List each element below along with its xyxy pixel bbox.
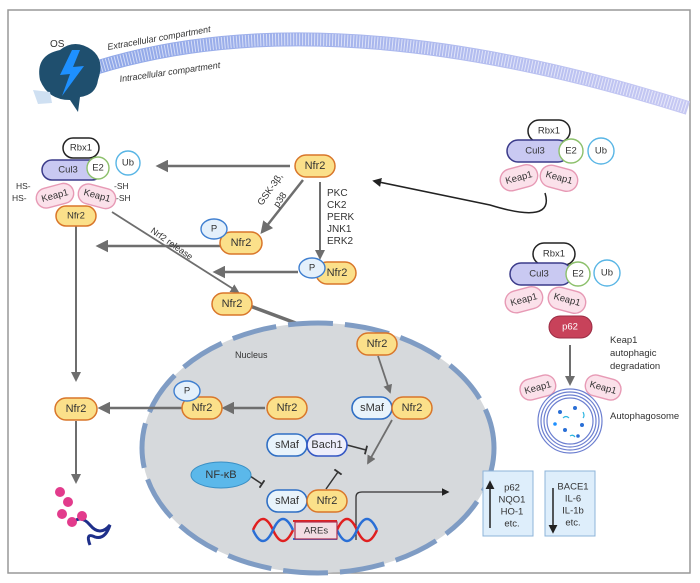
- svg-text:Nfr2: Nfr2: [277, 402, 298, 414]
- downregulated-genes-box: BACE1 IL-6 IL-1b etc.: [544, 470, 596, 537]
- autophagosome-label: Autophagosome: [610, 411, 679, 422]
- svg-text:degradation: degradation: [610, 361, 660, 372]
- svg-text:HS-: HS-: [16, 181, 31, 191]
- nrf2-nuclear: Nfr2: [266, 396, 308, 420]
- svg-text:HO-1: HO-1: [501, 507, 524, 518]
- cell-membrane: [92, 32, 691, 115]
- svg-text:NF-κB: NF-κB: [205, 469, 236, 481]
- svg-text:P: P: [184, 386, 190, 397]
- nrf2-release-label: Nrf2 release: [149, 225, 195, 261]
- keap1-free: Keap1 Keap1: [519, 374, 622, 401]
- nucleus-arrows: [97, 355, 450, 540]
- nrf2-released: Nfr2: [211, 292, 253, 316]
- svg-text:Cul3: Cul3: [525, 146, 545, 157]
- svg-text:Nfr2: Nfr2: [402, 402, 423, 414]
- smaf-nrf2-complex: sMaf Nfr2: [351, 396, 433, 420]
- lightning-icon: [60, 50, 84, 96]
- svg-text:JNK1: JNK1: [327, 224, 352, 235]
- svg-text:E2: E2: [565, 146, 577, 157]
- svg-text:IL-6: IL-6: [565, 494, 581, 505]
- svg-text:ERK2: ERK2: [327, 236, 354, 247]
- upregulated-genes-box: p62 NQO1 HO-1 etc.: [482, 470, 534, 537]
- svg-text:HS-: HS-: [12, 193, 27, 203]
- svg-text:PKC: PKC: [327, 188, 348, 199]
- svg-text:E2: E2: [572, 269, 584, 280]
- nrf2-cytoplasm-top: Nfr2: [294, 154, 336, 178]
- svg-text:Rbx1: Rbx1: [70, 143, 92, 154]
- svg-text:IL-1b: IL-1b: [562, 506, 584, 517]
- svg-text:autophagic: autophagic: [610, 348, 657, 359]
- nucleus-label: Nucleus: [235, 350, 268, 360]
- svg-text:etc.: etc.: [504, 519, 519, 530]
- dna-ares: AREs: [251, 517, 379, 543]
- svg-text:BACE1: BACE1: [557, 482, 588, 493]
- os-label: OS: [50, 39, 65, 50]
- autophagosome: [537, 388, 603, 454]
- svg-text:Nfr2: Nfr2: [327, 267, 348, 279]
- svg-text:p62: p62: [562, 322, 578, 333]
- svg-text:p62: p62: [504, 483, 520, 494]
- smaf-bach1-complex: sMaf Bach1: [266, 433, 348, 457]
- cul3-keap1-complex-recycled: Rbx1 Cul3 E2 Ub Keap1 Keap1: [499, 119, 615, 193]
- svg-text:Cul3: Cul3: [529, 269, 549, 280]
- svg-text:Nfr2: Nfr2: [66, 403, 87, 415]
- phospho-nrf2-kinase: Nfr2 P: [298, 257, 357, 285]
- nfkb: NF-κB: [190, 461, 252, 489]
- svg-text:Nfr2: Nfr2: [305, 160, 326, 172]
- arrows: [71, 159, 575, 484]
- svg-text:Ub: Ub: [601, 268, 613, 279]
- svg-text:Ub: Ub: [595, 146, 607, 157]
- keap1-degradation-label: Keap1 autophagic degradation: [610, 335, 660, 372]
- svg-text:sMaf: sMaf: [275, 439, 300, 451]
- svg-text:etc.: etc.: [565, 518, 580, 529]
- svg-text:-SH: -SH: [114, 181, 129, 191]
- svg-text:Nfr2: Nfr2: [67, 211, 85, 222]
- svg-text:sMaf: sMaf: [275, 495, 300, 507]
- svg-text:Rbx1: Rbx1: [538, 126, 560, 137]
- brain-icon: [33, 44, 101, 112]
- svg-text:Nfr2: Nfr2: [192, 402, 213, 414]
- svg-text:Nfr2: Nfr2: [231, 237, 252, 249]
- svg-text:Nfr2: Nfr2: [222, 298, 243, 310]
- svg-text:AREs: AREs: [304, 526, 329, 537]
- svg-text:sMaf: sMaf: [360, 402, 385, 414]
- svg-text:P: P: [211, 224, 217, 235]
- svg-text:Nfr2: Nfr2: [367, 338, 388, 350]
- svg-text:Nfr2: Nfr2: [317, 495, 338, 507]
- ubiquitin-degradation-icon: [55, 487, 112, 546]
- svg-text:Cul3: Cul3: [58, 165, 78, 176]
- svg-text:CK2: CK2: [327, 200, 347, 211]
- svg-text:Ub: Ub: [122, 158, 134, 169]
- cul3-keap1-nrf2-complex: Rbx1 Cul3 E2 Ub Keap1 Keap1 Nfr2 HS- HS-…: [12, 137, 141, 227]
- phospho-nrf2-gsk: Nfr2 P: [200, 218, 263, 255]
- nrf2-left: Nfr2: [54, 397, 98, 421]
- svg-text:Bach1: Bach1: [311, 439, 342, 451]
- kinase-list: PKC CK2 PERK JNK1 ERK2: [327, 188, 355, 247]
- svg-text:-SH: -SH: [116, 193, 131, 203]
- cul3-keap1-p62-complex: Rbx1 Cul3 E2 Ub Keap1 Keap1 p62: [504, 242, 621, 339]
- nrf2-nuclear-entry: Nfr2: [356, 332, 398, 356]
- phospho-nrf2-export: Nfr2 P: [173, 380, 223, 420]
- svg-text:NQO1: NQO1: [499, 495, 526, 506]
- svg-text:P: P: [309, 263, 315, 274]
- smaf-nrf2-are-complex: sMaf Nfr2: [266, 489, 348, 513]
- svg-text:E2: E2: [92, 163, 104, 174]
- svg-text:Keap1: Keap1: [610, 335, 637, 346]
- svg-text:PERK: PERK: [327, 212, 355, 223]
- svg-text:Rbx1: Rbx1: [543, 249, 565, 260]
